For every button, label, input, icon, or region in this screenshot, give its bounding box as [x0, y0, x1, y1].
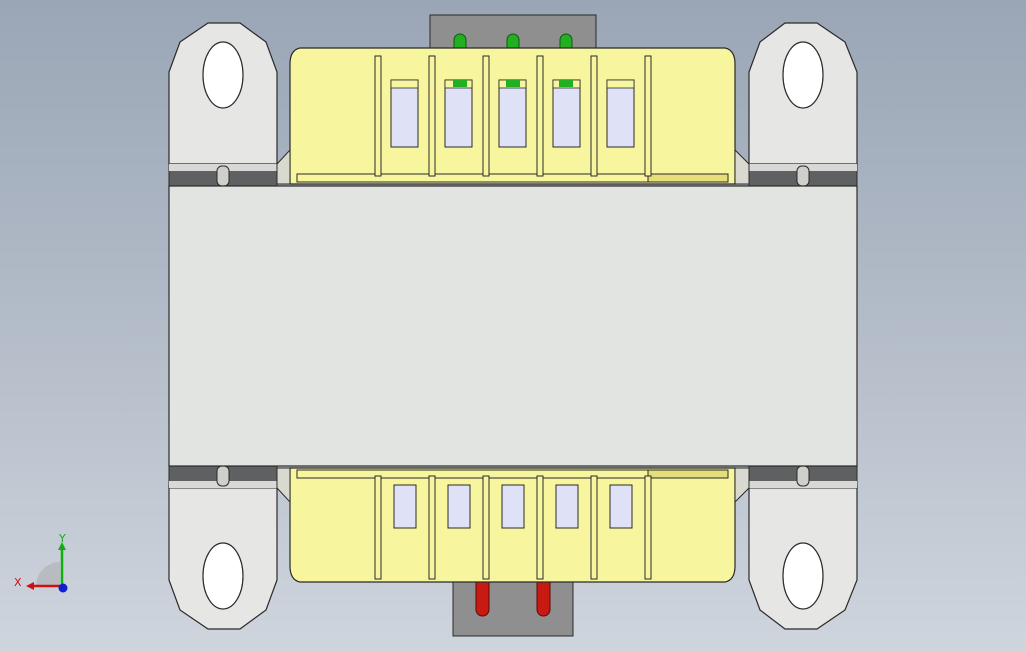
x-axis-arrow: [26, 582, 34, 590]
terminal-window: [390, 79, 419, 148]
right-upper-rivet: [796, 165, 810, 187]
right-lower-rivet: [796, 465, 810, 487]
terminal-window: [444, 79, 473, 148]
x-axis-label: X: [14, 576, 22, 589]
terminal-window: [498, 79, 527, 148]
y-axis-label: Y: [58, 532, 66, 545]
upper-windows: [390, 79, 635, 148]
right-upper-mounting-hole: [782, 41, 824, 109]
terminal-window: [606, 79, 635, 148]
lower-windows: [393, 484, 633, 529]
upper-bobbin: [276, 47, 750, 185]
terminal-window: [609, 484, 633, 529]
left-mounting-bracket: [168, 22, 278, 630]
left-upper-mounting-hole: [202, 41, 244, 109]
right-mounting-bracket: [748, 22, 858, 630]
left-lower-rivet: [216, 465, 230, 487]
y-axis-arrow: [58, 542, 66, 550]
bottom-terminal-tab: [452, 577, 574, 637]
laminated-core: [168, 185, 858, 467]
triad-quarter-disc: [36, 562, 60, 586]
terminal-window: [447, 484, 471, 529]
coordinate-triad-icon: X Y: [14, 532, 68, 593]
right-lower-mounting-hole: [782, 542, 824, 610]
terminal-window: [501, 484, 525, 529]
terminal-window: [555, 484, 579, 529]
clamp-strips: [168, 163, 858, 489]
left-lower-mounting-hole: [202, 542, 244, 610]
terminal-window: [393, 484, 417, 529]
z-axis-dot: [58, 583, 68, 593]
lower-bobbin: [276, 467, 750, 583]
terminal-window: [552, 79, 581, 148]
left-upper-rivet: [216, 165, 230, 187]
